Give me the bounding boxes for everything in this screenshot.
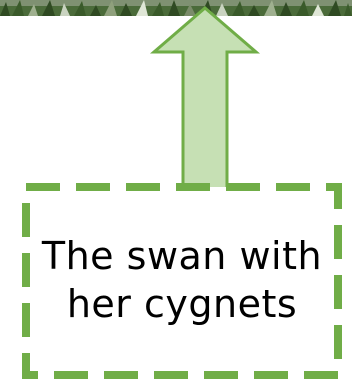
callout-caption: The swan with her cygnets [36,196,328,364]
up-arrow-icon [0,0,352,200]
